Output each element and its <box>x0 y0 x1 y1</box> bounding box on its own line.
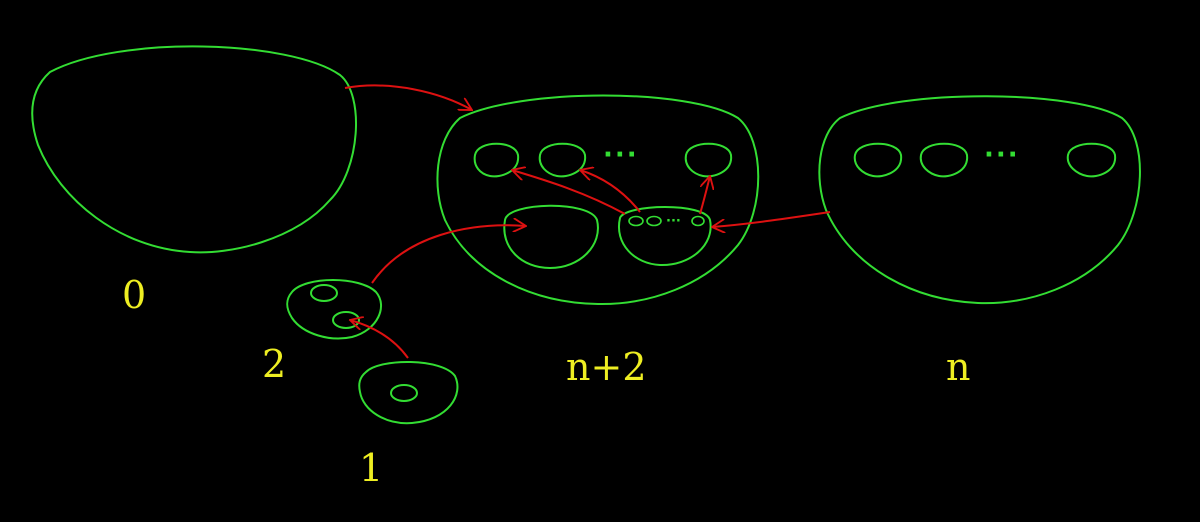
blob-2 <box>286 279 382 340</box>
hole-n-last <box>1066 142 1117 178</box>
arrow-tiny2-to-top2 <box>580 170 641 213</box>
hole-n-2 <box>919 142 969 178</box>
arrow-0-to-n2 <box>344 84 472 110</box>
arrow-tiny1-to-top1 <box>512 170 626 215</box>
blob-n <box>818 95 1141 305</box>
label-0: 0 <box>122 273 146 317</box>
hole-1 <box>390 384 418 402</box>
hole-n2-top-1 <box>473 142 520 178</box>
hole-n2-top-2 <box>538 142 587 178</box>
arrow-n-to-n2 <box>712 211 831 227</box>
label-n: n <box>946 345 970 389</box>
blob-1-outline <box>358 360 459 425</box>
blob-n-outline <box>818 95 1141 305</box>
blob-0 <box>31 45 357 254</box>
arrow-tinylast-to-toplast <box>699 176 710 215</box>
tiny-hole-2 <box>646 215 662 227</box>
hole-n-1 <box>853 142 903 178</box>
blob-2-outline <box>286 279 382 340</box>
ellipsis-n2: ··· <box>603 140 639 170</box>
blob-n-plus-2 <box>436 94 760 306</box>
ellipsis-tiny: ··· <box>666 214 681 229</box>
blob-1 <box>358 360 459 425</box>
arrow-2-to-n2 <box>371 225 526 284</box>
label-n-plus-2: n+2 <box>566 345 647 389</box>
label-1: 1 <box>359 446 383 490</box>
tiny-hole-1 <box>628 215 644 227</box>
tiny-hole-last <box>691 215 705 227</box>
hole-2-bottom <box>332 311 360 329</box>
hole-n2-bottom-left <box>503 204 599 270</box>
arrow-1-to-2 <box>350 320 409 359</box>
hole-n2-bottom-right <box>617 206 712 267</box>
blob-n-plus-2-outline <box>436 94 760 306</box>
hole-n2-top-last <box>684 142 733 178</box>
label-2: 2 <box>262 342 286 386</box>
hole-2-top <box>310 284 338 302</box>
ellipsis-n: ··· <box>984 140 1020 170</box>
blob-0-outline <box>31 45 357 254</box>
